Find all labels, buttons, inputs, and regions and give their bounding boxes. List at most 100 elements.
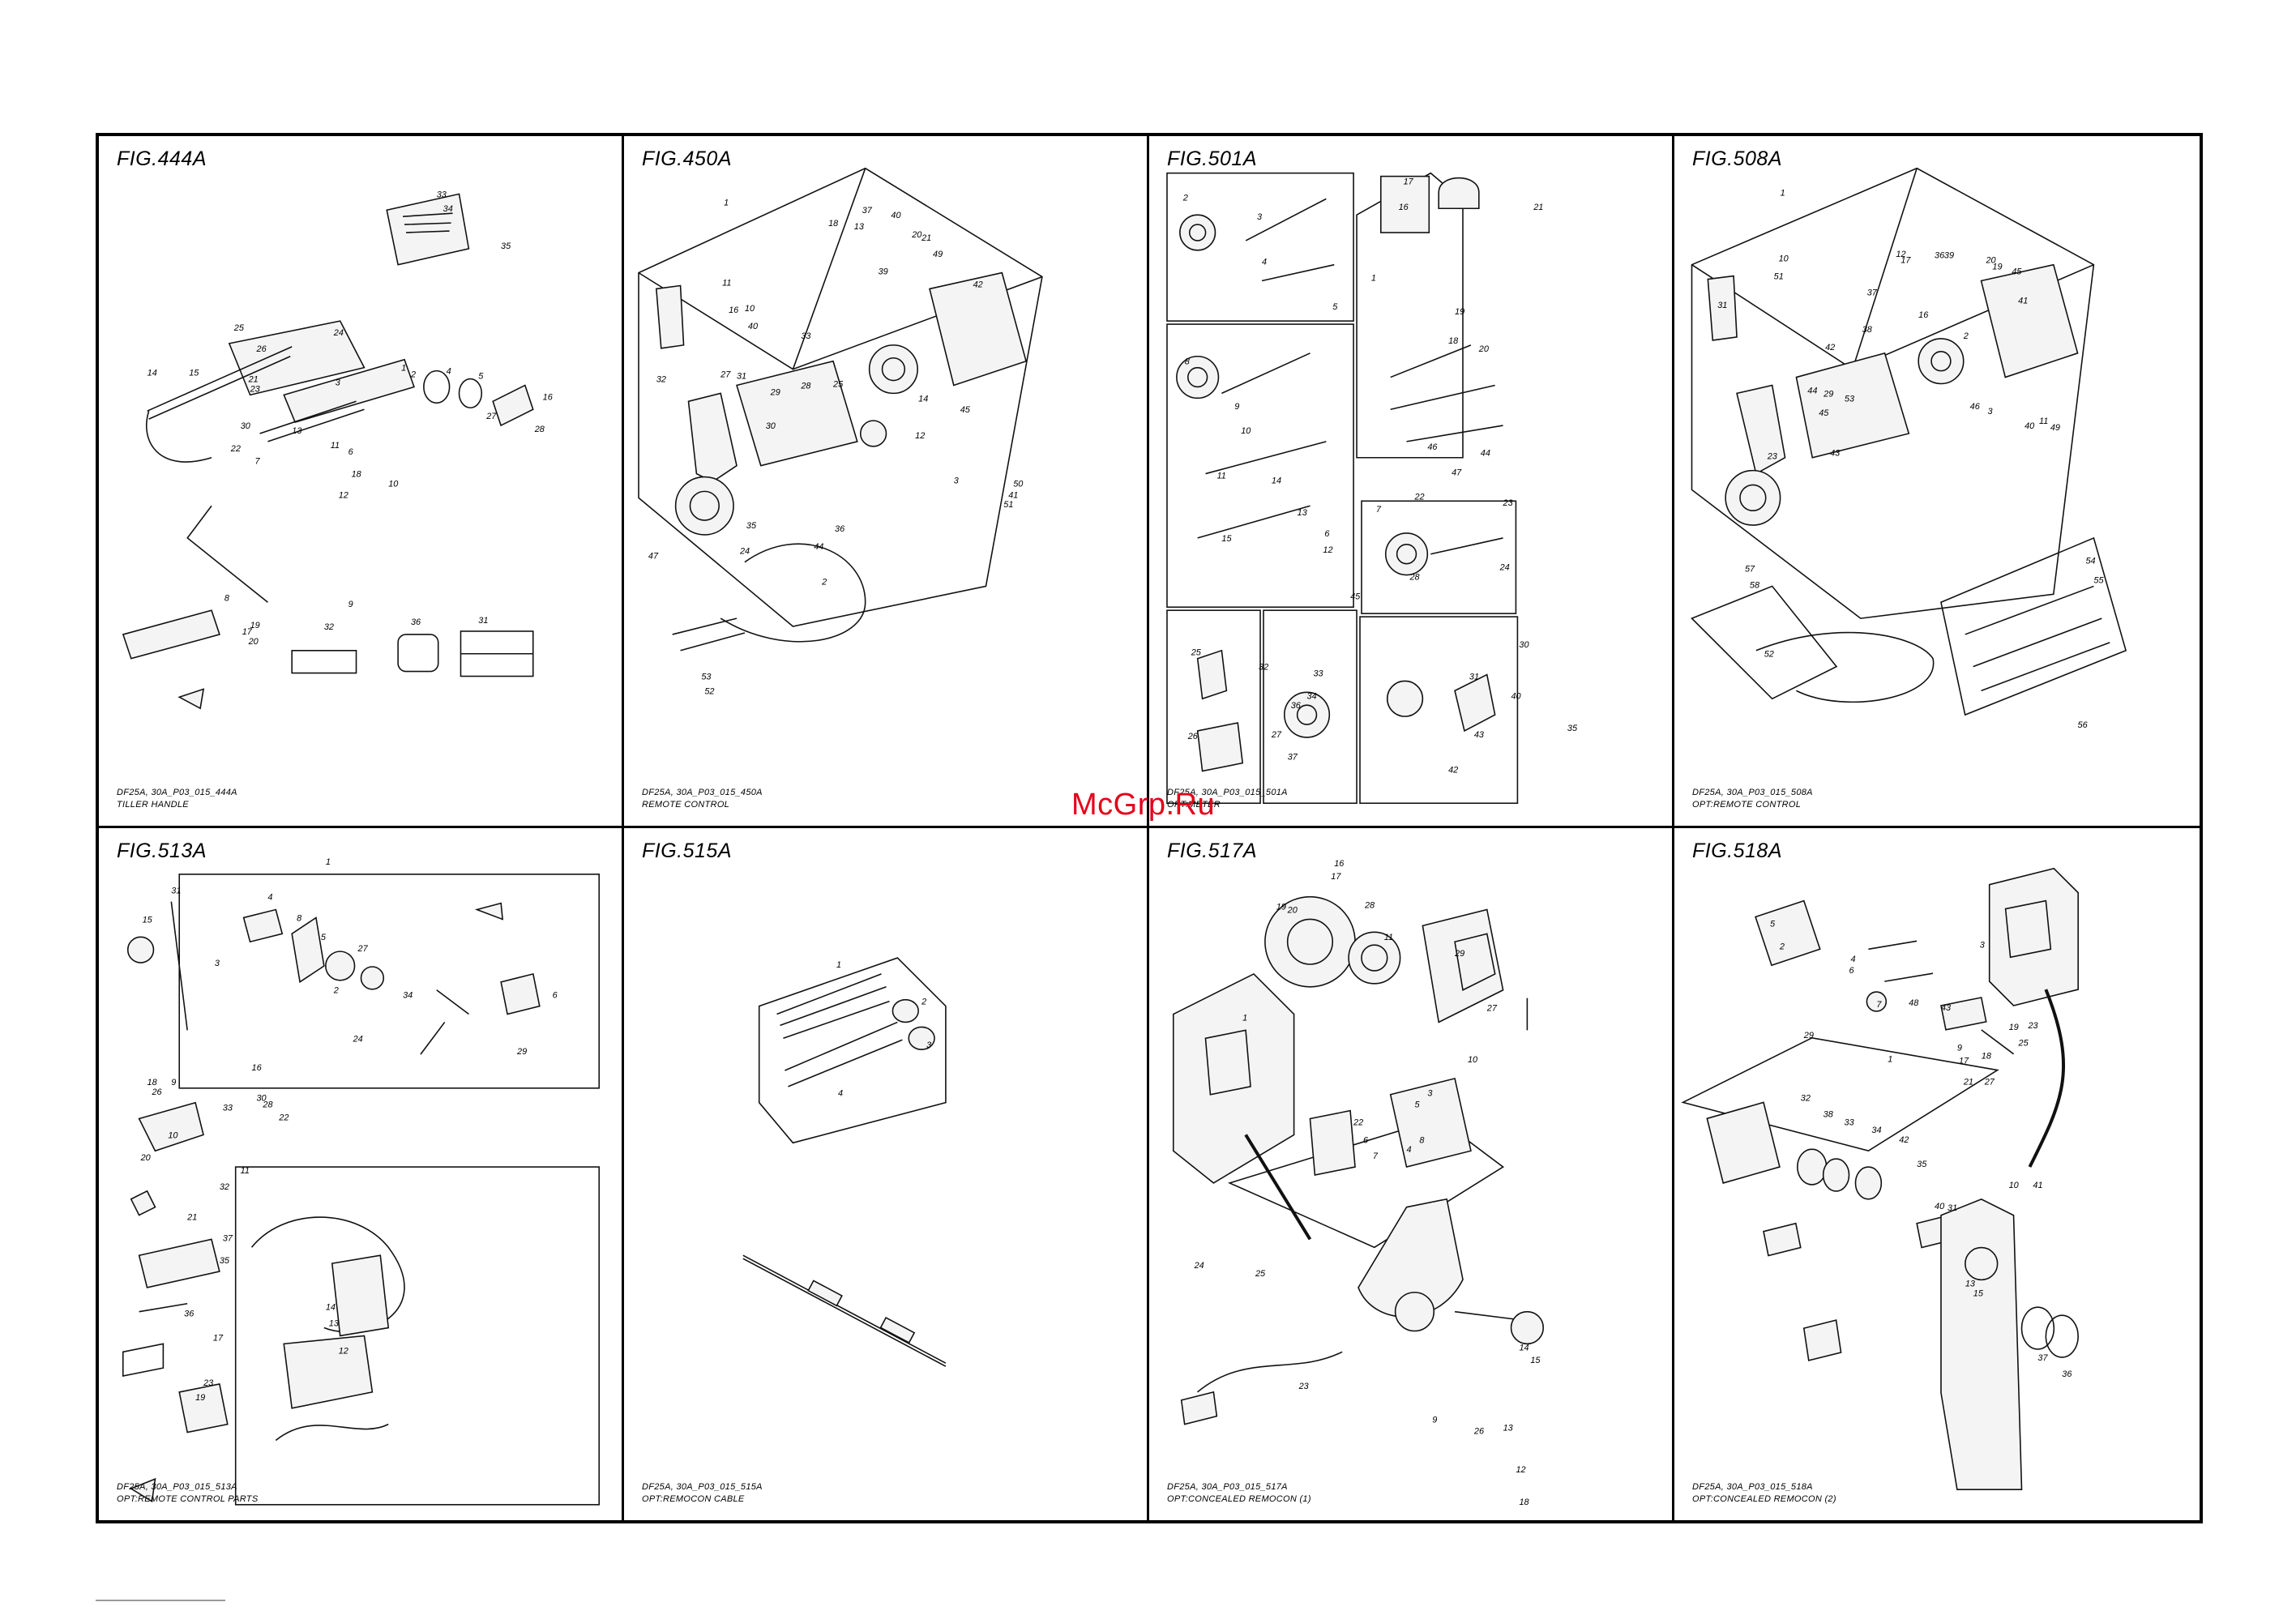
callout-number: 35 (220, 1256, 230, 1266)
callout-number: 4 (1262, 258, 1267, 267)
callout-number: 4 (838, 1089, 843, 1099)
callout-number: 25 (2018, 1039, 2029, 1049)
callout-number: 11 (722, 278, 731, 288)
callout-number: 13 (854, 222, 864, 232)
callout-number: 1 (1371, 274, 1376, 284)
callout-number: 29 (1803, 1031, 1814, 1040)
callout-number: 51 (1003, 500, 1013, 510)
callout-number: 5 (1332, 302, 1338, 312)
callout-number: 3 (1987, 407, 1992, 417)
callout-number: 29 (1823, 389, 1833, 399)
callout-number: 53 (701, 672, 711, 681)
figure-label: FIG.515A (642, 840, 732, 862)
callout-number: 13 (1298, 508, 1307, 518)
callout-number: 11 (2039, 417, 2048, 426)
callout-number: 22 (1413, 492, 1424, 502)
callout-number: 28 (800, 381, 810, 391)
figure-label: FIG.444A (117, 147, 207, 170)
callout-number: 16 (729, 305, 739, 315)
callout-number: 17 (1959, 1057, 1969, 1066)
callout-number: 20 (911, 230, 921, 240)
callout-number: 44 (1807, 386, 1817, 395)
callout-number: 24 (333, 328, 344, 338)
callout-number: 33 (223, 1104, 233, 1113)
callout-number: 1 (1242, 1013, 1247, 1023)
figure-caption: DF25A, 30A_P03_015_515A OPT:REMOCON CABL… (642, 1481, 763, 1506)
figure-title: TILLER HANDLE (117, 800, 189, 810)
callout-number: 32 (324, 622, 334, 632)
callout-number: 26 (1473, 1427, 1485, 1437)
callout-number: 52 (1764, 650, 1774, 660)
callout-number: 18 (1982, 1052, 1992, 1062)
callout-number: 16 (1918, 310, 1929, 320)
callout-number: 17 (1404, 177, 1414, 187)
callout-number: 15 (143, 915, 153, 925)
callout-number: 1 (1781, 188, 1785, 198)
figure-code: DF25A, 30A_P03_015_444A (117, 788, 237, 797)
callout-number: 14 (918, 394, 928, 404)
figure-panel-513a: FIG.513A (99, 828, 624, 1520)
figure-code: DF25A, 30A_P03_015_515A (642, 1482, 763, 1492)
callout-number: 3 (336, 378, 340, 387)
callout-number: 13 (1503, 1424, 1513, 1433)
callout-number: 35 (1917, 1160, 1927, 1169)
callout-number: 1 (1888, 1055, 1892, 1065)
callout-number: 17 (213, 1333, 224, 1343)
callout-number: 8 (224, 593, 229, 603)
callout-number: 28 (534, 425, 545, 434)
callout-number: 35 (501, 241, 511, 251)
callout-number: 4 (267, 893, 272, 903)
callout-number: 36 (2062, 1369, 2072, 1379)
callout-number: 15 (189, 369, 199, 378)
callout-number: 54 (2085, 557, 2095, 566)
callout-number: 19 (1992, 263, 2002, 272)
callout-number: 16 (543, 392, 554, 402)
figure-code: DF25A, 30A_P03_015_501A (1167, 788, 1288, 797)
callout-number: 23 (1503, 498, 1513, 508)
callout-number: 2 (821, 577, 827, 587)
callout-number: 37 (223, 1233, 233, 1243)
callout-number: 16 (252, 1063, 263, 1073)
callout-number: 25 (233, 323, 245, 333)
callout-number: 32 (1801, 1093, 1811, 1103)
callout-number: 27 (720, 370, 731, 380)
callout-number: 9 (1234, 402, 1239, 412)
watermark: McGrp.Ru (1071, 788, 1216, 822)
callout-number: 32 (1259, 663, 1268, 673)
callout-number: 23 (250, 384, 260, 394)
callout-number: 37 (1867, 288, 1878, 297)
callout-number: 7 (1376, 505, 1382, 515)
figure-title: REMOTE CONTROL (642, 800, 730, 810)
figure-caption: DF25A, 30A_P03_015_517A OPT:CONCEALED RE… (1167, 1481, 1311, 1506)
callout-number: 23 (203, 1378, 213, 1388)
callout-number: 23 (1767, 452, 1777, 462)
callout-number: 10 (2009, 1181, 2019, 1190)
figure-code: DF25A, 30A_P03_015_508A (1692, 788, 1813, 797)
callout-number: 19 (1276, 903, 1286, 912)
callout-number: 18 (1519, 1498, 1529, 1507)
figure-caption: DF25A, 30A_P03_015_450A REMOTE CONTROL (642, 787, 763, 811)
callout-number: 20 (1986, 256, 1996, 266)
callout-number: 30 (256, 1094, 266, 1104)
callout-number: 53 (1845, 394, 1854, 404)
callout-number: 48 (1909, 998, 1919, 1008)
callout-number: 50 (1013, 479, 1023, 489)
callout-number: 38 (1824, 1109, 1834, 1119)
callout-number: 43 (1474, 730, 1484, 740)
callout-number: 12 (339, 490, 348, 500)
callout-number: 10 (168, 1130, 177, 1140)
callout-number: 31 (1469, 672, 1479, 681)
callout-number: 20 (140, 1153, 151, 1163)
callout-number: 14 (1519, 1343, 1529, 1352)
callout-number: 1 (326, 857, 331, 867)
figure-label: FIG.508A (1692, 147, 1782, 170)
callout-number: 5 (1770, 919, 1776, 929)
callout-number: 27 (1486, 1004, 1498, 1014)
